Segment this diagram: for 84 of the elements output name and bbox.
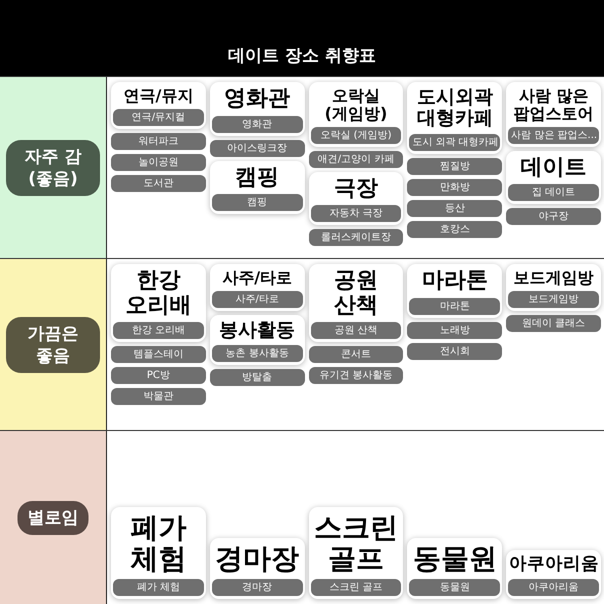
item-label: 전시회: [407, 342, 502, 360]
item-label: 놀이공원: [111, 154, 206, 171]
item-label: 보드게임방: [508, 290, 599, 308]
card-title: 보드게임방: [512, 269, 595, 287]
item-card: [210, 264, 305, 311]
item-label: 찜질방: [407, 158, 502, 175]
item-card: [506, 550, 601, 599]
card-title: 경마장: [214, 543, 300, 575]
item-card: [111, 264, 206, 342]
tier-row: [0, 76, 604, 258]
item-label: 만화방: [407, 178, 502, 196]
item-card: [506, 150, 601, 204]
item-label: 방탈출: [210, 369, 305, 386]
item-label: 동물원: [409, 579, 500, 596]
card-title: 사주/타로: [221, 269, 294, 287]
title: 데이트 장소 취향표: [228, 45, 376, 67]
card-title: 캠핑: [234, 166, 280, 190]
tier-row: [0, 430, 604, 604]
card-title: 아쿠아리움: [508, 555, 600, 575]
item-card: [308, 82, 404, 147]
tier-label: 가끔은 좋음: [6, 316, 100, 372]
item-label: 사람 많은 팝업스...: [508, 126, 599, 144]
item-card: [111, 82, 206, 129]
card-title: 공원 산책: [332, 269, 379, 318]
item-label: 호캉스: [407, 220, 502, 238]
card-title: 극장: [332, 176, 379, 202]
item-label: 스크린 골프: [310, 579, 402, 596]
card-title: 도시외곽 대형카페: [416, 87, 494, 130]
item-label: 도서관: [111, 174, 206, 192]
item-card: [210, 82, 305, 136]
item-label: 폐가 체험: [113, 579, 204, 596]
item-label: 영화관: [212, 116, 303, 133]
tier-label: 별로임: [18, 500, 88, 534]
item-label: 캠핑: [212, 194, 303, 212]
item-label: 경마장: [212, 579, 303, 596]
card-title: 동물원: [412, 543, 498, 575]
item-label: 오락실 (게임방): [310, 126, 402, 144]
card-title: 봉사활동: [218, 320, 296, 342]
item-card: [407, 264, 502, 318]
item-label: 박물관: [111, 388, 206, 406]
card-title: 한강 오리배: [124, 269, 192, 318]
item-card: [308, 172, 404, 226]
item-label: 템플스테이: [111, 346, 206, 364]
card-title: 사람 많은 팝업스토어: [512, 87, 595, 123]
item-label: 롤러스케이트장: [308, 229, 404, 246]
item-label: 애견/고양이 카페: [308, 150, 404, 168]
card-title: 오락실 (게임방): [324, 87, 388, 123]
item-label: 야구장: [506, 208, 601, 226]
item-label: 자동차 극장: [310, 205, 402, 222]
card-title: 폐가 체험: [129, 512, 188, 575]
item-label: 아이스링크장: [210, 140, 305, 157]
item-label: 노래방: [407, 322, 502, 339]
item-card: [210, 538, 305, 599]
item-label: 공원 산책: [310, 322, 402, 340]
item-label: 원데이 클래스: [506, 314, 601, 332]
item-label: 도시 외곽 대형카페: [409, 134, 500, 151]
item-label: 집 데이트: [508, 184, 599, 202]
tier-row: [0, 258, 604, 430]
item-card: [308, 264, 404, 342]
item-label: 등산: [407, 200, 502, 217]
item-card: [308, 506, 404, 599]
item-card: [210, 160, 305, 214]
card-title: 마라톤: [420, 269, 489, 294]
item-label: 마라톤: [409, 298, 500, 315]
card-title: 연극/뮤지: [122, 87, 194, 105]
item-label: 아쿠아리움: [508, 579, 599, 596]
item-label: 유기견 봉사활동: [308, 367, 404, 384]
item-card: [407, 82, 502, 154]
item-label: PC방: [111, 367, 206, 384]
card-title: 데이트: [520, 156, 588, 180]
item-label: 워터파크: [111, 132, 206, 150]
item-label: 한강 오리배: [113, 322, 204, 340]
item-card: [210, 314, 305, 366]
item-label: 연극/뮤지컬: [113, 108, 204, 126]
item-card: [407, 538, 502, 599]
card-title: 영화관: [223, 87, 292, 112]
tier-label: 자주 감 (좋음): [6, 140, 100, 196]
item-card: [111, 506, 206, 599]
item-card: [506, 82, 601, 147]
item-label: 콘서트: [308, 346, 404, 364]
item-label: 사주/타로: [212, 290, 303, 308]
card-title: 스크린 골프: [312, 512, 399, 575]
item-label: 농촌 봉사활동: [212, 345, 303, 362]
item-card: [506, 264, 601, 311]
